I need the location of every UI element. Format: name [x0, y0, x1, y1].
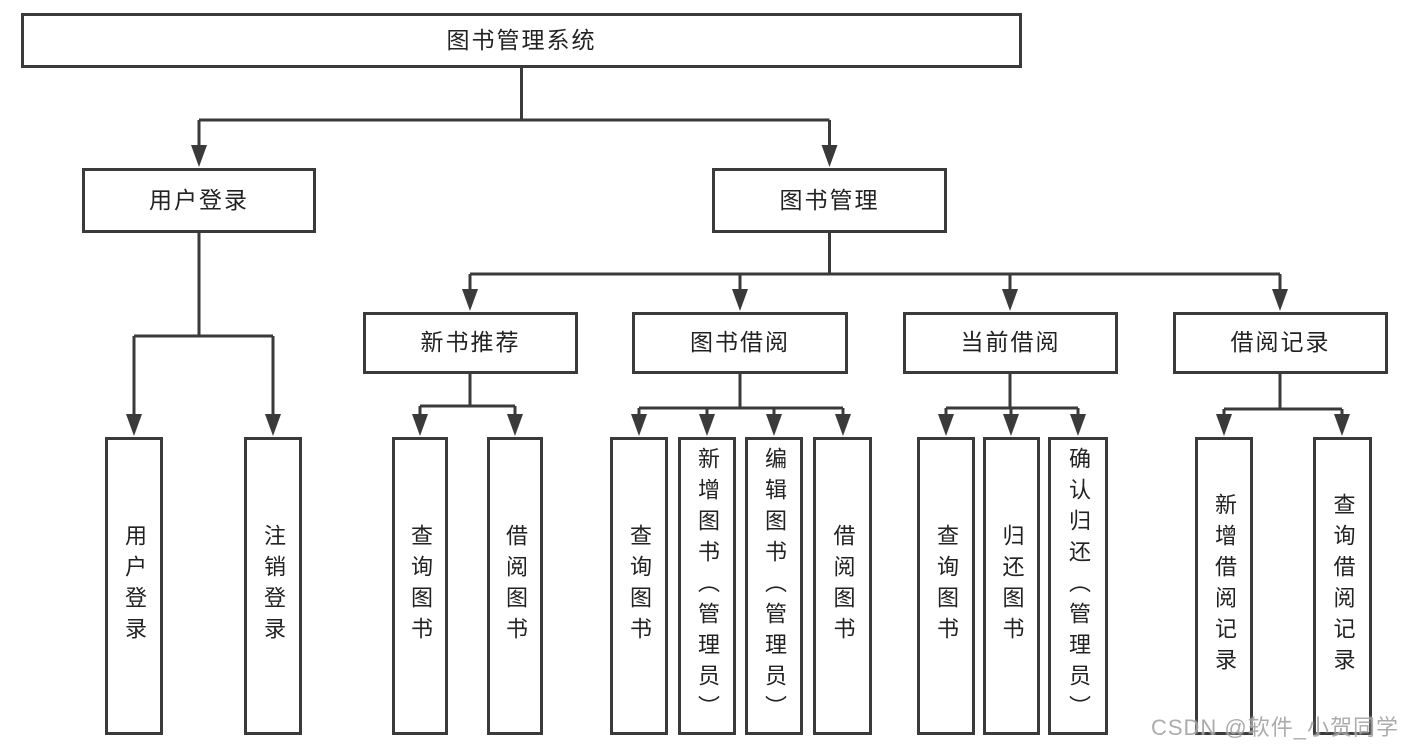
leaf-add-book-admin-label: 新增图书（管理员）: [695, 446, 720, 726]
node-borrow-records: 借阅记录: [1173, 312, 1388, 374]
leaf-borrow-book-1-label: 借阅图书: [503, 524, 528, 648]
leaf-edit-book-admin-label: 编辑图书（管理员）: [762, 446, 787, 726]
node-book-borrow: 图书借阅: [632, 312, 848, 374]
leaf-query-borrow-record-label: 查询借阅记录: [1330, 493, 1356, 679]
leaf-borrow-book-2: 借阅图书: [813, 437, 872, 735]
node-new-book-recommend: 新书推荐: [363, 312, 578, 374]
csdn-watermark: CSDN @软件_小贺同学: [1150, 715, 1399, 740]
leaf-borrow-book-2-label: 借阅图书: [830, 524, 856, 648]
leaf-return-book: 归还图书: [983, 437, 1040, 735]
leaf-query-book-1: 查询图书: [392, 437, 448, 735]
leaf-logout-label: 注销登录: [261, 524, 286, 648]
leaf-query-borrow-record: 查询借阅记录: [1313, 437, 1372, 735]
leaf-user-login-label: 用户登录: [122, 524, 147, 648]
node-book-management-label: 图书管理: [779, 186, 880, 213]
leaf-add-borrow-record: 新增借阅记录: [1195, 437, 1253, 735]
leaf-edit-book-admin: 编辑图书（管理员）: [745, 437, 803, 735]
leaf-return-book-label: 归还图书: [999, 524, 1025, 648]
node-new-book-recommend-label: 新书推荐: [420, 329, 521, 356]
node-book-management: 图书管理: [712, 168, 947, 233]
leaf-query-book-3: 查询图书: [917, 437, 975, 735]
leaf-confirm-return-admin: 确认归还（管理员）: [1048, 437, 1108, 735]
leaf-borrow-book-1: 借阅图书: [487, 437, 543, 735]
node-book-borrow-label: 图书借阅: [690, 329, 790, 356]
leaf-query-book-3-label: 查询图书: [934, 524, 959, 648]
leaf-query-book-2: 查询图书: [610, 437, 668, 735]
node-user-login: 用户登录: [82, 168, 316, 233]
node-user-login-label: 用户登录: [149, 186, 249, 213]
leaf-add-borrow-record-label: 新增借阅记录: [1212, 493, 1237, 679]
arrowheads: [126, 145, 1350, 436]
leaf-confirm-return-admin-label: 确认归还（管理员）: [1066, 446, 1091, 726]
node-root: 图书管理系统: [21, 13, 1022, 68]
node-current-borrow: 当前借阅: [903, 312, 1118, 374]
node-borrow-records-label: 借阅记录: [1230, 329, 1331, 356]
leaf-add-book-admin: 新增图书（管理员）: [678, 437, 736, 735]
leaf-query-book-1-label: 查询图书: [408, 524, 433, 648]
leaf-logout: 注销登录: [244, 437, 302, 735]
node-current-borrow-label: 当前借阅: [960, 329, 1061, 356]
leaf-user-login: 用户登录: [105, 437, 163, 735]
leaf-query-book-2-label: 查询图书: [627, 524, 652, 648]
node-root-label: 图书管理系统: [446, 26, 597, 53]
